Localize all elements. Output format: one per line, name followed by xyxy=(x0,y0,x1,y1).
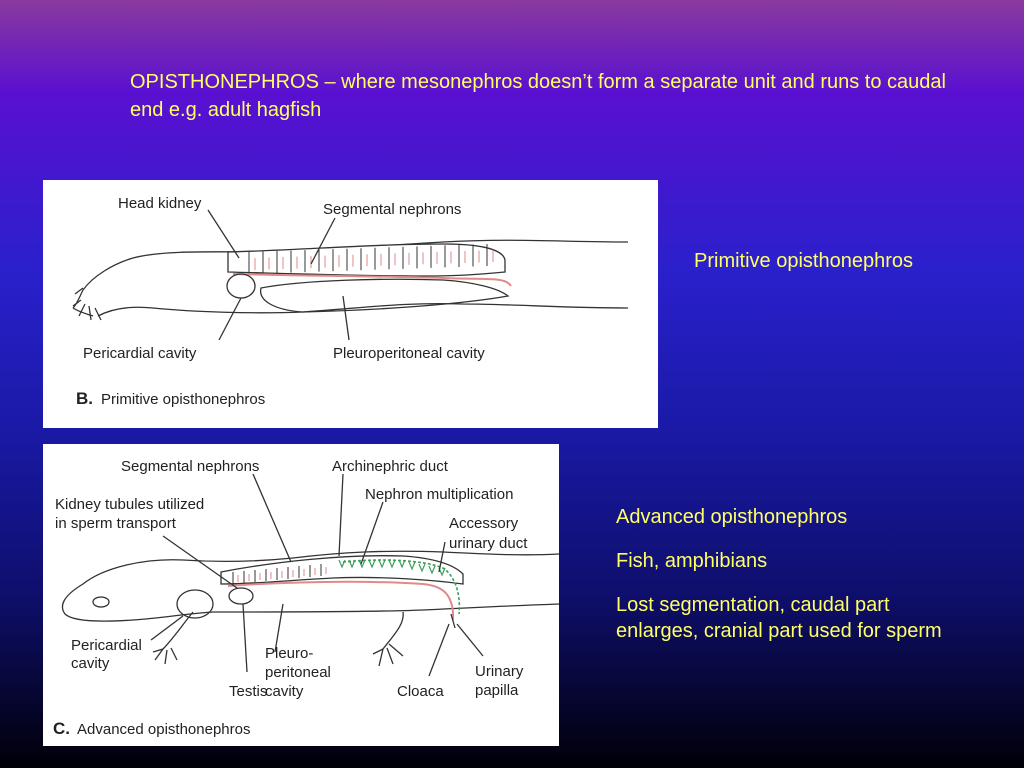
accessory-urinary-duct-pointer xyxy=(438,541,446,573)
green-tubule xyxy=(378,559,386,569)
testis-pointer xyxy=(242,603,248,673)
archinephric-duct-pointer xyxy=(338,473,344,557)
side-label-primitive: Primitive opisthonephros xyxy=(694,250,913,272)
side-text-line: Fish, amphibians xyxy=(616,550,768,572)
label-pleuro-1: Pleuro- xyxy=(265,645,313,662)
front-leg xyxy=(152,611,194,665)
cloaca-pointer xyxy=(428,623,450,677)
pericardial-cavity-pointer-c xyxy=(150,615,184,641)
caption-text-b: Primitive opisthonephros xyxy=(101,391,265,408)
label-archinephric-duct: Archinephric duct xyxy=(332,458,449,475)
green-tubule xyxy=(428,565,436,575)
side-text-line: Advanced opisthonephros xyxy=(616,506,848,528)
label-urinary-2: papilla xyxy=(475,682,519,699)
segment-dividers-c xyxy=(232,564,327,584)
pleuroperitoneal-cavity-shape xyxy=(260,278,510,313)
segment-dividers xyxy=(248,244,494,274)
nephron-multiplication-pointer xyxy=(360,501,384,565)
pericardial-cavity-shape-c xyxy=(176,589,214,619)
green-tubule xyxy=(398,559,406,569)
pleuroperitoneal-cavity-pointer xyxy=(342,295,350,341)
label-pleuro-2: peritoneal xyxy=(265,664,331,681)
side-text-advanced: Advanced opisthonephros Fish, amphibians… xyxy=(616,504,946,662)
green-tubule xyxy=(358,559,366,569)
green-tubule xyxy=(438,567,446,577)
nephron-multiplication-tubules xyxy=(338,559,446,577)
green-tubule xyxy=(388,559,396,569)
label-urinary-1: Urinary xyxy=(475,663,524,680)
head-kidney-pointer xyxy=(207,209,240,259)
label-segmental-nephrons-c: Segmental nephrons xyxy=(121,458,259,475)
label-cloaca: Cloaca xyxy=(397,683,444,700)
label-segmental-nephrons: Segmental nephrons xyxy=(323,201,461,218)
eye-shape xyxy=(92,596,110,608)
pleuroperitoneal-cavity-pointer-c xyxy=(274,603,284,653)
archinephric-duct-c xyxy=(227,580,454,620)
caption-text-c: Advanced opisthonephros xyxy=(77,721,250,738)
pericardial-cavity-pointer xyxy=(218,297,242,341)
label-testis: Testis xyxy=(229,683,267,700)
testis-shape xyxy=(228,587,254,605)
archinephric-duct xyxy=(232,273,512,287)
green-tubule xyxy=(408,561,416,571)
kidney-tubules-pointer xyxy=(162,535,238,589)
segmental-nephrons-pointer-c xyxy=(252,473,292,563)
body-outline-c xyxy=(61,550,559,622)
cloaca-shape xyxy=(450,613,456,629)
urinary-papilla-pointer xyxy=(456,623,484,657)
primitive-opisthonephros-diagram: Head kidney Segmental nephrons Pericardi… xyxy=(43,180,658,428)
green-tubule xyxy=(368,559,376,569)
label-accessory-1: Accessory xyxy=(449,515,519,532)
green-tubule xyxy=(348,559,356,569)
label-pericardial-2: cavity xyxy=(71,655,110,672)
label-head-kidney: Head kidney xyxy=(118,195,202,212)
advanced-opisthonephros-diagram: Segmental nephrons Archinephric duct Nep… xyxy=(43,444,559,746)
caption-letter-c: C. xyxy=(53,719,70,738)
caption-letter-b: B. xyxy=(76,389,93,408)
pericardial-cavity-shape xyxy=(226,273,256,299)
green-tubule xyxy=(418,563,426,573)
label-kidney-tubules-2: in sperm transport xyxy=(55,515,177,532)
label-nephron-multiplication: Nephron multiplication xyxy=(365,486,513,503)
slide-title: OPISTHONEPHROS – where mesonephros doesn… xyxy=(130,71,946,121)
kidney-row-c xyxy=(220,555,464,585)
side-text-line: Lost segmentation, caudal part enlarges,… xyxy=(616,594,942,642)
label-kidney-tubules-1: Kidney tubules utilized xyxy=(55,496,204,513)
label-pleuro-3: cavity xyxy=(265,683,304,700)
label-pericardial-cavity: Pericardial cavity xyxy=(83,345,197,362)
tentacles xyxy=(72,287,102,321)
label-pleuroperitoneal-cavity: Pleuroperitoneal cavity xyxy=(333,345,485,362)
amphibian-illustration: Segmental nephrons Archinephric duct Nep… xyxy=(53,458,559,738)
label-pericardial-1: Pericardial xyxy=(71,637,142,654)
label-accessory-2: urinary duct xyxy=(449,535,528,552)
hagfish-illustration: Head kidney Segmental nephrons Pericardi… xyxy=(72,195,629,408)
hind-leg xyxy=(372,611,404,667)
segmental-nephrons-pointer xyxy=(310,217,336,265)
